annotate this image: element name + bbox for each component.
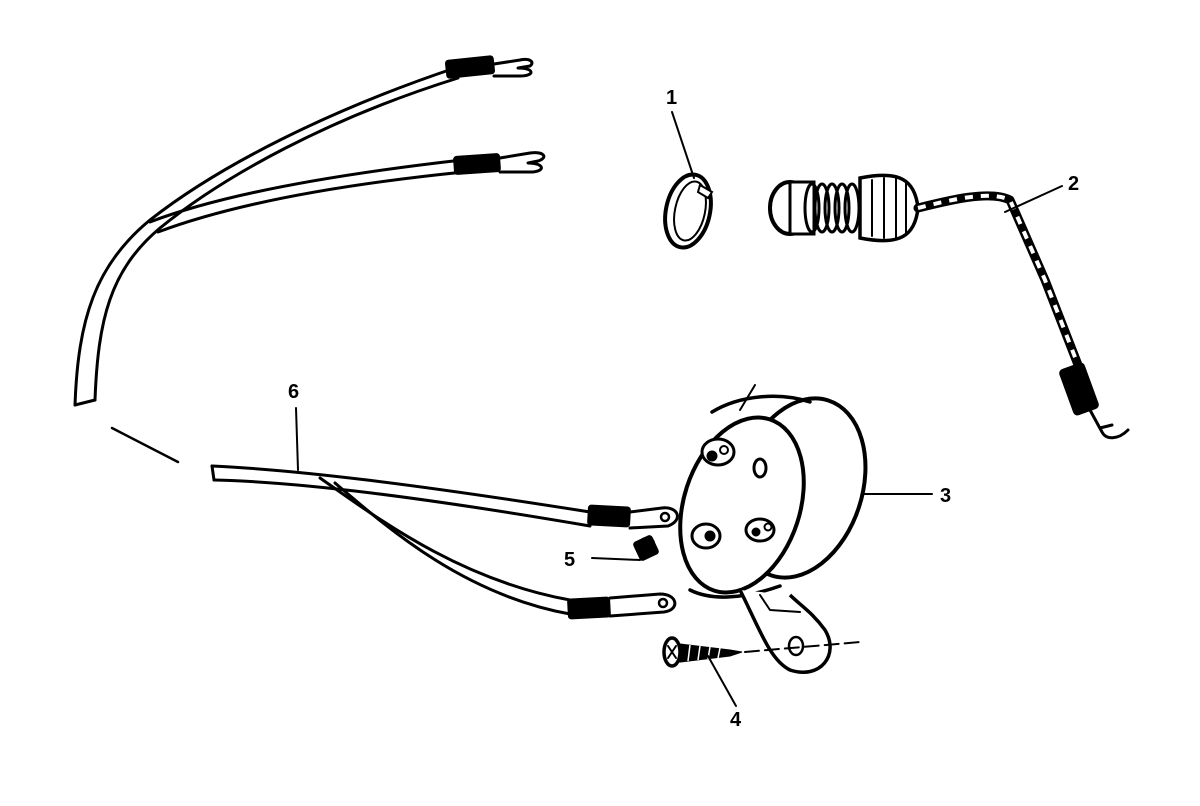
callout-6: 6: [288, 381, 299, 403]
terminal-sleeve-lower-2: [567, 592, 677, 620]
break-line: [110, 426, 180, 464]
switch-terminal-bottom-right: [744, 517, 776, 543]
switch-hole: [752, 457, 768, 479]
terminal-screw: [633, 535, 659, 561]
terminal-sleeve-lower-1: [587, 504, 679, 530]
leader-6: [295, 407, 299, 471]
leader-5: [591, 557, 641, 561]
callout-1: 1: [666, 87, 677, 109]
retaining-ring: [663, 172, 714, 250]
leader-1: [671, 111, 695, 179]
terminal-sleeve-upper-1: [444, 55, 534, 79]
leader-4: [707, 655, 737, 707]
callout-5: 5: [564, 549, 575, 571]
callout-4: 4: [730, 709, 742, 731]
terminal-sleeve-upper-2: [453, 151, 546, 175]
switch-terminal-bottom-left: [690, 522, 722, 550]
callout-3: 3: [940, 485, 951, 507]
harness-upper-section: [73, 55, 546, 407]
leader-2: [1004, 185, 1063, 213]
mounting-axis-line: [744, 641, 861, 653]
sender-plunger: [768, 173, 1130, 440]
callout-2: 2: [1068, 173, 1079, 195]
leader-lines: [295, 111, 1063, 707]
mounting-screw: [662, 636, 743, 668]
harness-lower-section: [210, 464, 679, 620]
switch-body: [678, 384, 868, 674]
switch-terminal-top: [700, 437, 736, 467]
